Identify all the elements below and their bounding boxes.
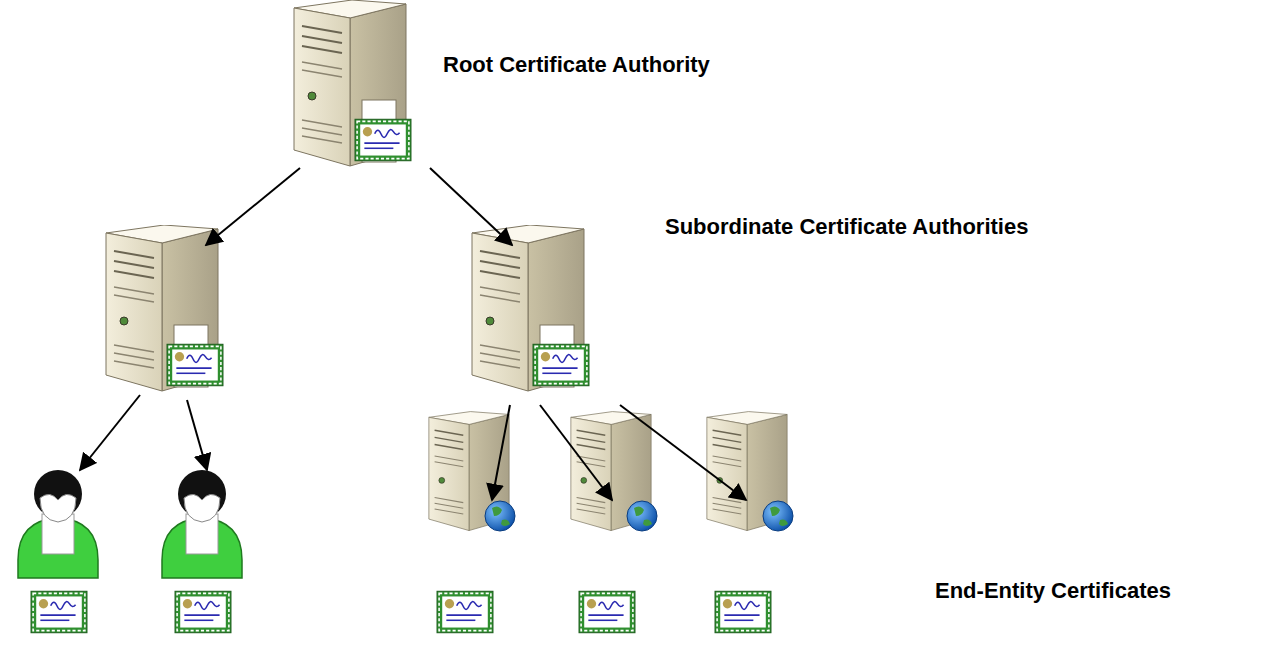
root-ca-label: Root Certificate Authority — [443, 52, 710, 78]
subordinate-ca-label: Subordinate Certificate Authorities — [665, 214, 1028, 240]
end-entity-label: End-Entity Certificates — [935, 578, 1171, 604]
end-entity-icons — [18, 412, 793, 633]
hierarchy-arrows — [80, 168, 746, 500]
